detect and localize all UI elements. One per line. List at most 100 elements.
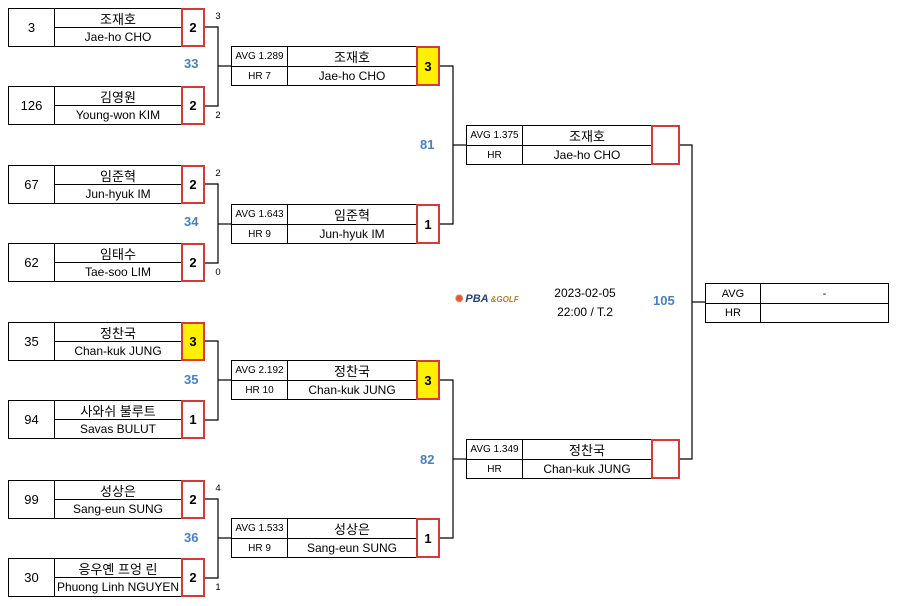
set-score: 2 — [181, 8, 205, 47]
player-name-en: Jae-ho CHO — [523, 145, 651, 164]
player-name-en: Chan-kuk JUNG — [523, 459, 651, 478]
set-score: 2 — [181, 243, 205, 282]
avg-stat: AVG 1.375 — [467, 126, 523, 145]
player-name-en: Jae-ho CHO — [55, 27, 181, 46]
player-name-en: Sang-eun SUNG — [288, 538, 416, 557]
player-name-en: Young-won KIM — [55, 105, 181, 124]
set-score: 3 — [416, 360, 440, 400]
avg-stat: AVG 1.533 — [232, 519, 288, 538]
tiebreak-top: 4 — [215, 482, 221, 494]
player-name-kr: 조재호 — [334, 50, 370, 65]
peacock-icon: ✺ — [455, 293, 464, 305]
seed-number: 126 — [9, 87, 55, 124]
final-hr-value — [761, 303, 888, 322]
player-name-en: Jun-hyuk IM — [288, 224, 416, 243]
player-name-en: Sang-eun SUNG — [55, 499, 181, 518]
set-score: 1 — [181, 400, 205, 439]
set-score: 3 — [416, 46, 440, 86]
seed-number: 30 — [9, 559, 55, 596]
player-name-kr: 정찬국 — [334, 364, 370, 379]
player-name-kr: 김영원 — [100, 89, 136, 105]
seed-number: 35 — [9, 323, 55, 360]
match-number: 82 — [420, 452, 435, 467]
match-number: 35 — [184, 372, 199, 387]
seed-number: 99 — [9, 481, 55, 518]
player-name-kr: 임준혁 — [100, 168, 136, 184]
player-name-en: Phuong Linh NGUYEN — [55, 577, 181, 596]
set-score: 2 — [181, 480, 205, 519]
match-number: 36 — [184, 530, 199, 545]
match-time: 22:00 / T.2 — [557, 305, 613, 319]
pba-golf-logo: ✺ PBA &GOLF — [455, 293, 519, 305]
player-name-kr: 임태수 — [100, 246, 136, 262]
tiebreak-top: 3 — [215, 10, 221, 22]
avg-stat: AVG 1.289 — [232, 47, 288, 66]
set-score: 1 — [416, 204, 440, 244]
seed-number: 3 — [9, 9, 55, 46]
player-name-kr: 정찬국 — [569, 443, 605, 458]
tiebreak-bottom: 1 — [215, 581, 221, 593]
final-avg-label: AVG — [706, 284, 761, 303]
set-score: 3 — [181, 322, 205, 361]
tiebreak-bottom: 0 — [215, 266, 221, 278]
set-score — [651, 125, 680, 165]
tiebreak-top: 2 — [215, 167, 221, 179]
player-name-kr: 성상은 — [334, 522, 370, 537]
hr-stat: HR — [467, 145, 523, 164]
player-name-en: Jun-hyuk IM — [55, 184, 181, 203]
match-number: 33 — [184, 56, 199, 71]
match-number: 105 — [653, 293, 675, 308]
tiebreak-bottom: 2 — [215, 109, 221, 121]
player-name-en: Chan-kuk JUNG — [55, 341, 181, 360]
player-name-en: Jae-ho CHO — [288, 66, 416, 85]
avg-stat: AVG 1.349 — [467, 440, 523, 459]
player-name-kr: 조재호 — [569, 129, 605, 144]
avg-stat: AVG 2.192 — [232, 361, 288, 380]
hr-stat: HR 9 — [232, 538, 288, 557]
player-name-en: Chan-kuk JUNG — [288, 380, 416, 399]
player-name-kr: 정찬국 — [100, 325, 136, 341]
final-card[interactable]: AVG - HR — [705, 283, 889, 323]
player-name-kr: 응우옌 프엉 린 — [78, 561, 158, 577]
player-name-kr: 사와쉬 불루트 — [80, 403, 156, 419]
set-score: 1 — [416, 518, 440, 558]
logo-sub: &GOLF — [490, 294, 519, 304]
seed-number: 67 — [9, 166, 55, 203]
seed-number: 62 — [9, 244, 55, 281]
hr-stat: HR 9 — [232, 224, 288, 243]
final-avg-value: - — [822, 287, 827, 300]
hr-stat: HR 10 — [232, 380, 288, 399]
match-number: 34 — [184, 214, 199, 229]
set-score — [651, 439, 680, 479]
player-name-en: Tae-soo LIM — [55, 262, 181, 281]
player-name-en: Savas BULUT — [55, 419, 181, 438]
match-date: 2023-02-05 — [554, 286, 616, 300]
avg-stat: AVG 1.643 — [232, 205, 288, 224]
hr-stat: HR — [467, 459, 523, 478]
set-score: 2 — [181, 86, 205, 125]
seed-number: 94 — [9, 401, 55, 438]
match-number: 81 — [420, 137, 435, 152]
logo-main: PBA — [465, 293, 489, 305]
set-score: 2 — [181, 165, 205, 204]
player-name-kr: 조재호 — [100, 11, 136, 27]
set-score: 2 — [181, 558, 205, 597]
hr-stat: HR 7 — [232, 66, 288, 85]
final-hr-label: HR — [706, 303, 761, 322]
player-name-kr: 임준혁 — [334, 208, 370, 223]
